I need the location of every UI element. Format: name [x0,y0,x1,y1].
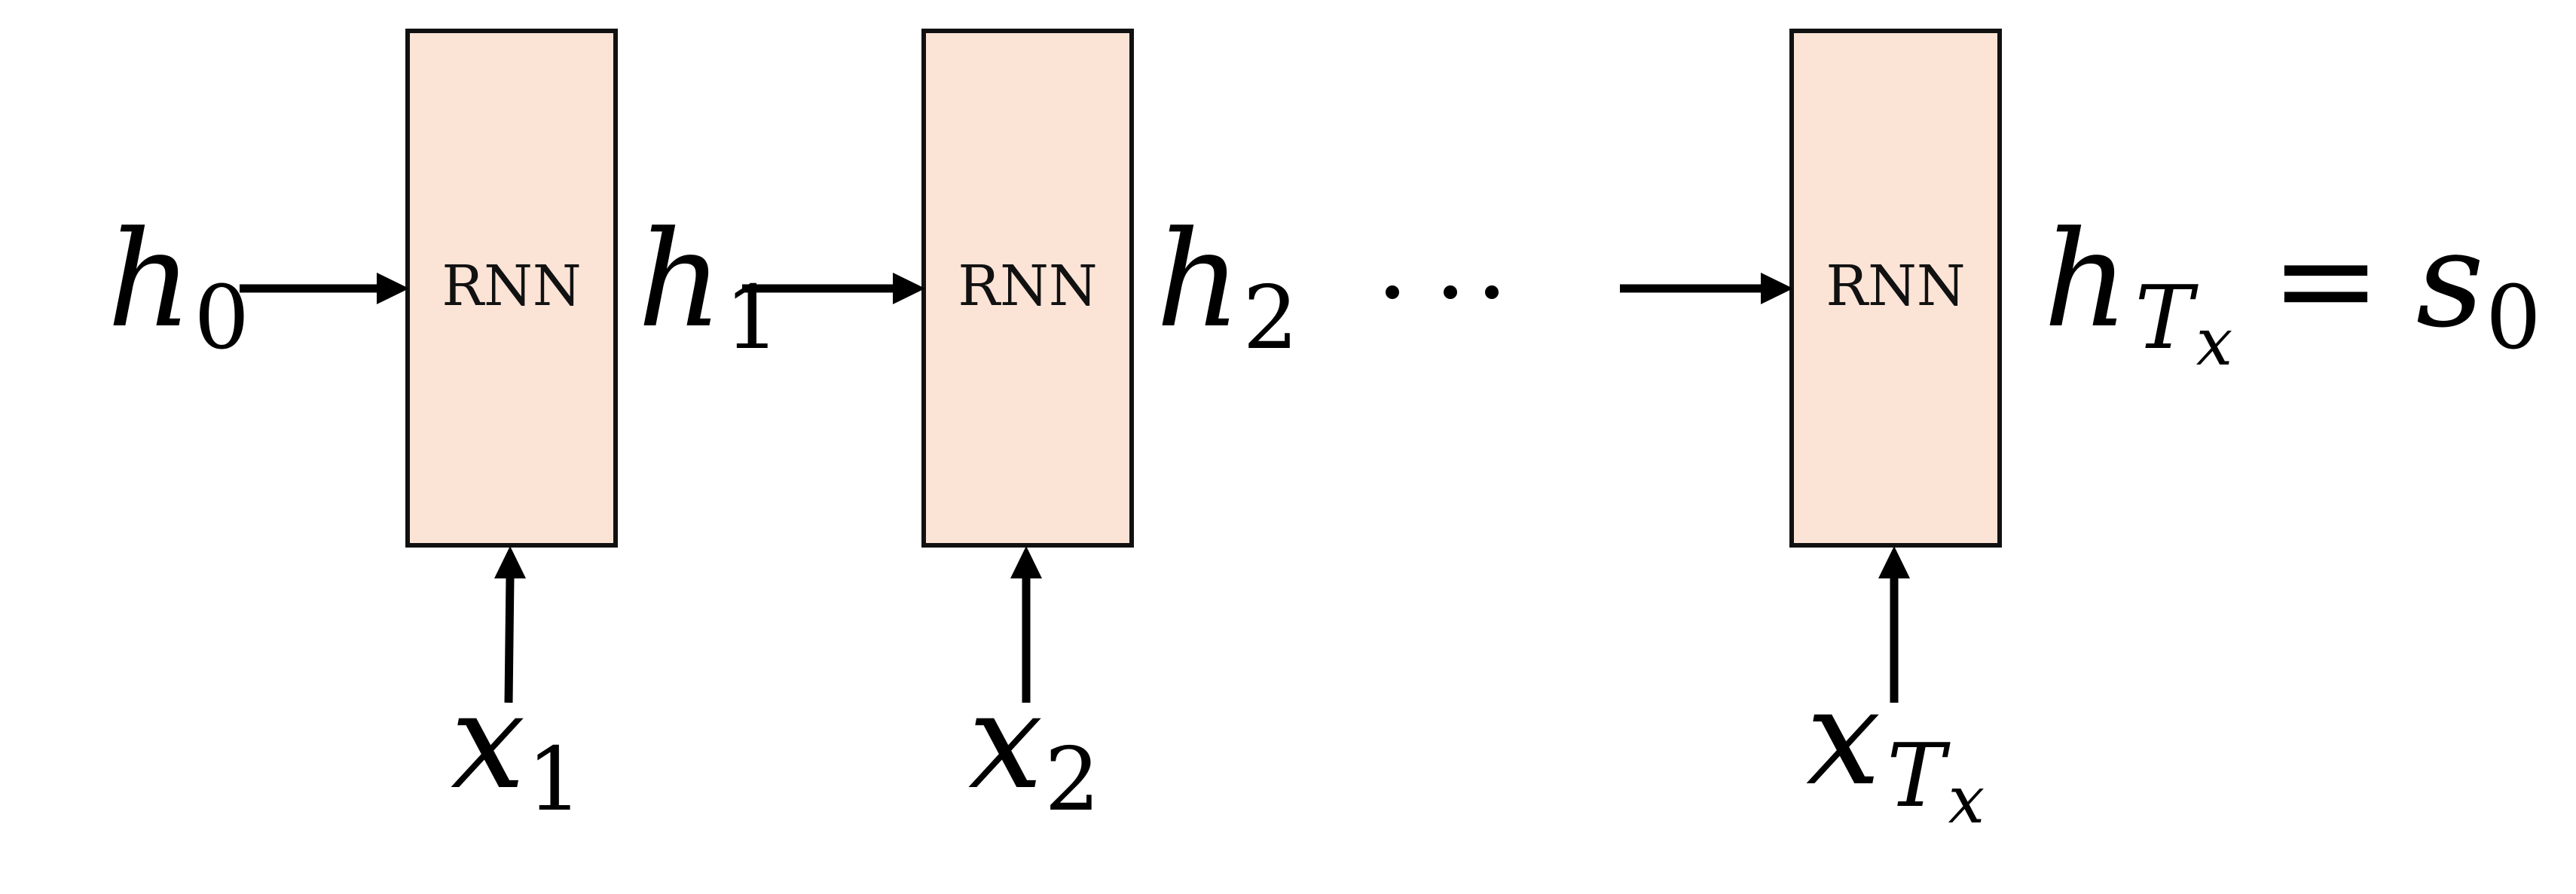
rnn-cell-1-label: RNN [442,254,581,319]
arrow-x1-to-cell-1 [494,546,526,703]
label-h2-base: h [1156,203,1241,357]
label-h0-base: h [107,203,192,357]
label-h0: h0 [107,203,249,369]
arrow-h1-to-cell-2 [742,273,925,304]
rnn-cell-1-box [405,29,618,548]
label-equals: = [2270,203,2381,357]
label-x1-sub: 1 [527,729,582,831]
label-h1-base: h [637,203,723,357]
label-hT-base: h [2043,203,2128,357]
arrow-dots-to-cell-3 [1620,273,1793,304]
rnn-cell-3: RNN [1789,29,2002,548]
label-hT-subsub: x [2196,305,2233,380]
label-h1-sub: 1 [724,267,780,369]
rnn-cell-3-box [1789,29,2002,548]
rnn-cell-2: RNN [921,29,1134,548]
rnn-cell-1: RNN [405,29,618,548]
rnn-cell-2-label: RNN [958,254,1097,319]
label-xT-sub: T [1887,725,1951,827]
label-x2-sub: 2 [1044,729,1100,831]
label-s0-base: s [2416,203,2484,357]
label-x1: x1 [451,664,582,831]
ellipsis [1386,285,1499,299]
label-x2: x2 [968,664,1100,831]
label-h2: h2 [1156,203,1298,369]
rnn-cell-3-label: RNN [1826,254,1965,319]
label-x1-base: x [451,664,525,819]
arrow-h0-to-cell-1 [240,273,409,304]
label-xT-subsub: x [1948,763,1985,838]
arrow-x2-to-cell-2 [1010,546,1042,703]
rnn-cell-2-box [921,29,1134,548]
arrow-xT-to-cell-3 [1878,546,1910,703]
label-x2-base: x [968,664,1043,819]
label-h0-sub: 0 [194,267,249,369]
label-xT-base: x [1806,661,1881,815]
label-h2-sub: 2 [1242,267,1298,369]
label-s0-sub: 0 [2486,267,2541,369]
label-h1: h1 [637,203,780,369]
label-hT-sub: T [2134,267,2199,369]
label-hT-equals-s0: hTx =s0 [2043,203,2541,380]
label-xT: xTx [1806,661,1985,838]
